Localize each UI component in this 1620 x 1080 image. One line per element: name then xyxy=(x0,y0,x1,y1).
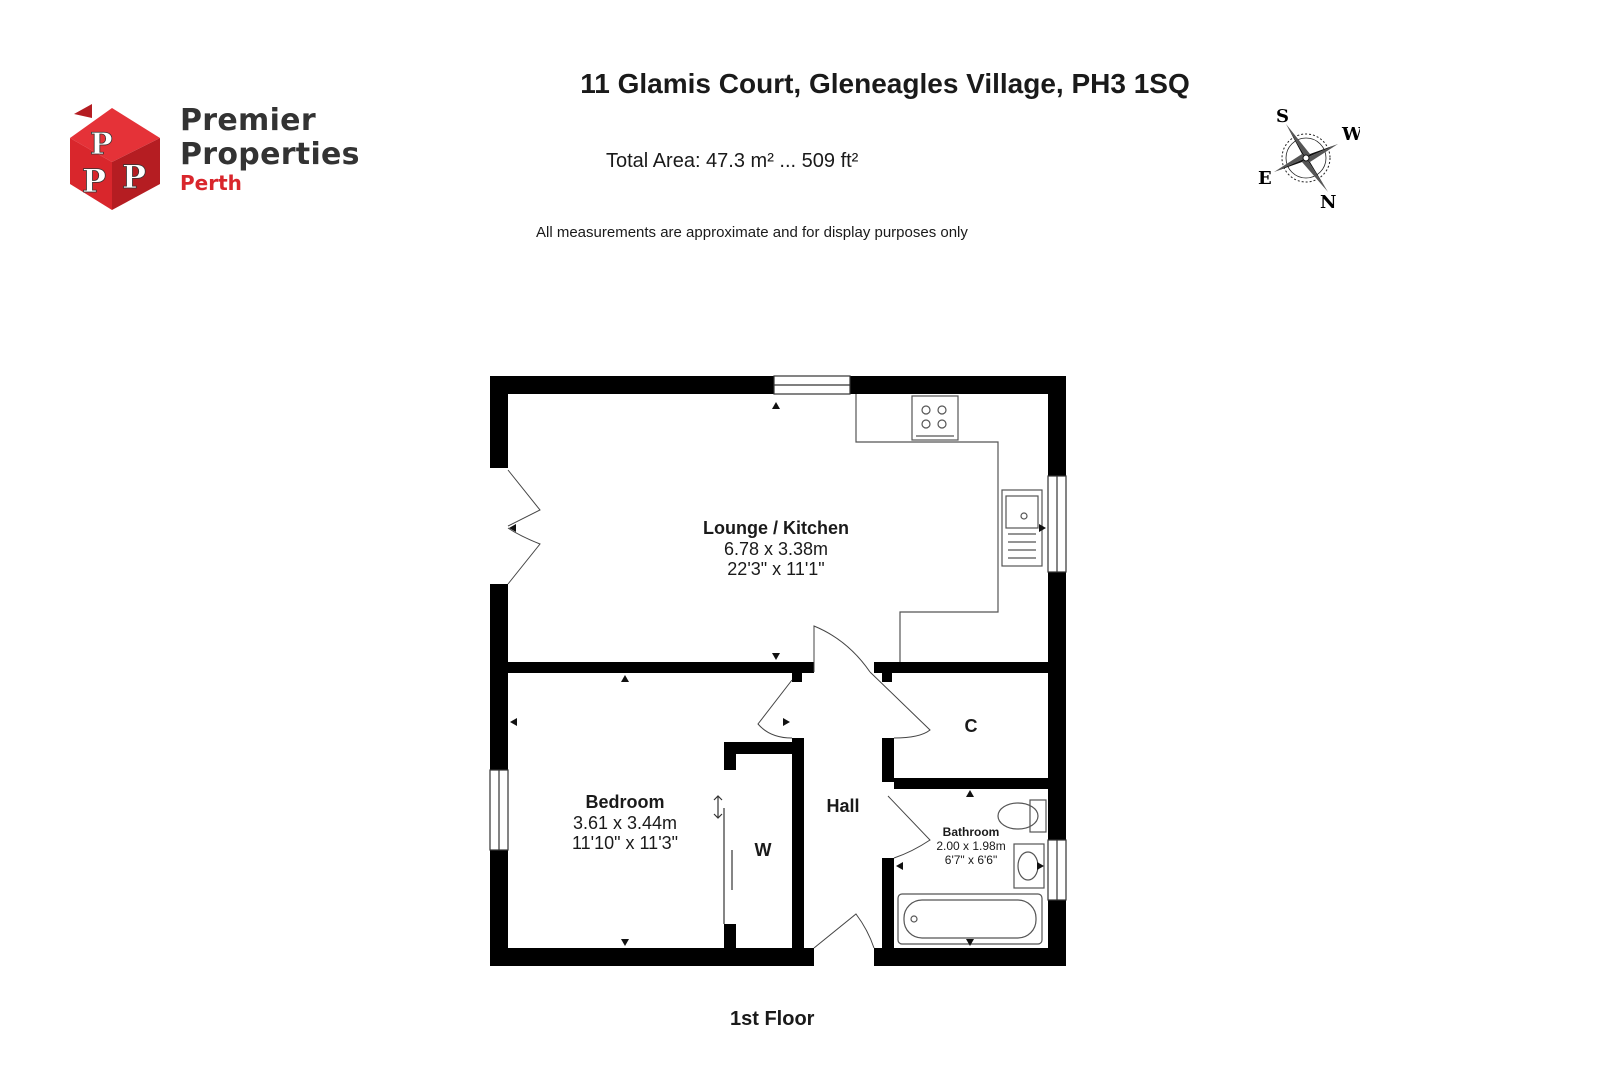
windows xyxy=(489,375,1067,901)
room-metric: 2.00 x 1.98m xyxy=(936,838,1006,853)
compass-rose-icon: S W E N xyxy=(1258,106,1360,213)
door-swings xyxy=(507,469,931,949)
room-wardrobe: W xyxy=(754,840,772,860)
room-imperial: 11'10" x 11'3" xyxy=(571,833,679,854)
exterior-walls xyxy=(490,376,1066,966)
room-name: Bathroom xyxy=(942,825,1000,839)
compass-west: W xyxy=(1341,124,1360,145)
bathroom-fixtures xyxy=(897,799,1047,945)
door-lounge xyxy=(813,625,871,673)
door-bathroom xyxy=(887,795,931,859)
bath-icon xyxy=(897,893,1043,945)
compass-north: N xyxy=(1320,192,1336,213)
page-title: 11 Glamis Court, Gleneagles Village, PH3… xyxy=(580,68,1190,99)
door-cupboard xyxy=(869,671,931,739)
svg-text:P: P xyxy=(122,158,146,196)
room-imperial: 22'3" x 11'1" xyxy=(727,559,825,580)
french-door-lower xyxy=(507,527,541,585)
room-lounge-kitchen: Lounge / Kitchen 6.78 x 3.38m 22'3" x 11… xyxy=(676,518,876,580)
kitchen-units xyxy=(855,394,1043,662)
brand-city: Perth xyxy=(180,171,242,195)
wardrobe-doors xyxy=(713,795,733,924)
room-imperial: 6'7" x 6'6" xyxy=(944,852,998,867)
brand-name-line2: Properties xyxy=(180,137,360,172)
house-logo-icon: P P P xyxy=(70,104,160,210)
compass-east: E xyxy=(1258,168,1272,189)
room-bathroom: Bathroom 2.00 x 1.98m 6'7" x 6'6" xyxy=(926,825,1016,867)
disclaimer: All measurements are approximate and for… xyxy=(536,224,968,241)
room-name: Lounge / Kitchen xyxy=(703,518,849,538)
interior-walls xyxy=(508,662,1048,948)
room-metric: 6.78 x 3.38m xyxy=(723,538,829,559)
svg-text:P: P xyxy=(90,127,113,162)
door-entrance xyxy=(813,913,875,949)
door-bedroom xyxy=(757,679,793,739)
room-cupboard: C xyxy=(964,716,978,736)
room-name: Bedroom xyxy=(585,792,665,812)
brand-logo: P P P Premier Properties Perth xyxy=(62,96,382,216)
room-bedroom: Bedroom 3.61 x 3.44m 11'10" x 11'3" xyxy=(555,792,695,854)
brand-wordmark: Premier Properties Perth xyxy=(180,103,360,195)
toilet-bowl-icon xyxy=(997,802,1039,830)
room-metric: 3.61 x 3.44m xyxy=(572,812,678,833)
svg-text:P: P xyxy=(82,162,106,200)
room-hall: Hall xyxy=(826,796,860,816)
french-door-upper xyxy=(507,469,541,527)
total-area: Total Area: 47.3 m² ... 509 ft² xyxy=(606,150,859,172)
dimension-markers xyxy=(509,402,1046,946)
hob-icon xyxy=(911,395,959,441)
brand-name-line1: Premier xyxy=(180,103,316,138)
toilet-cistern-icon xyxy=(1029,799,1047,833)
floor-label: 1st Floor xyxy=(730,1008,815,1030)
compass-south: S xyxy=(1276,106,1289,127)
